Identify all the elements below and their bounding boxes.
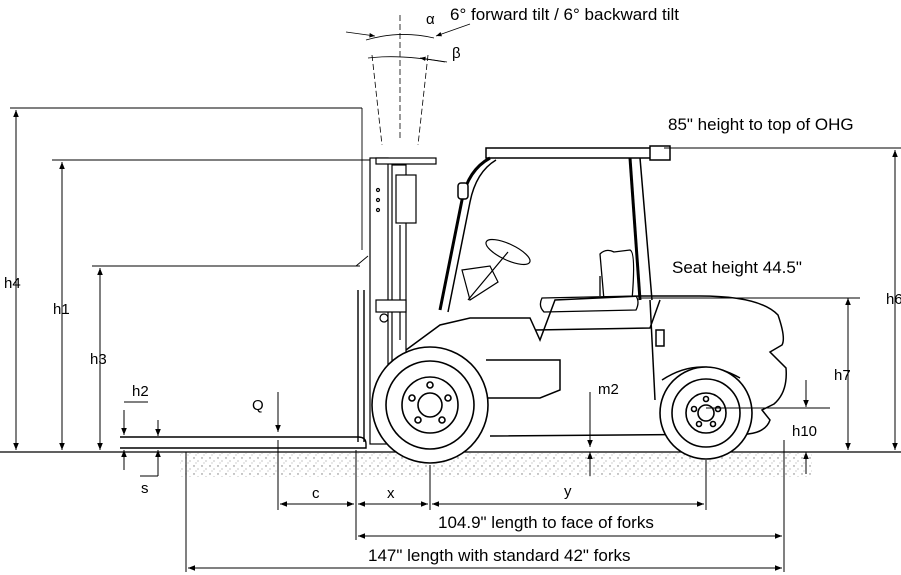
h2-label: h2 [132, 383, 149, 400]
tilt-annotation: 6° forward tilt / 6° backward tilt [450, 5, 680, 24]
h1-label: h1 [53, 301, 70, 318]
alpha-label: α [426, 11, 435, 28]
h10-label: h10 [792, 423, 818, 440]
h3-label: h3 [90, 351, 107, 368]
c-label: c [312, 485, 320, 502]
steering-wheel [461, 238, 531, 301]
vertical-dimensions [13, 110, 901, 477]
q-label: Q [252, 397, 264, 414]
h4-label: h4 [4, 275, 21, 292]
h6-label: h6 [886, 291, 901, 308]
truck-body [405, 295, 787, 437]
tilt-angle-indicator [345, 15, 471, 146]
seat [539, 249, 639, 313]
m2-label: m2 [598, 381, 619, 398]
overall-length-annotation: 147" length with standard 42" forks [368, 546, 631, 565]
front-wheel [371, 346, 489, 464]
x-label: x [387, 485, 395, 502]
horizontal-dimensions [185, 440, 785, 572]
h7-label: h7 [834, 367, 851, 384]
forks [120, 290, 367, 449]
rear-wheel [659, 366, 753, 460]
length-to-forks-annotation: 104.9" length to face of forks [438, 513, 654, 532]
overhead-guard [438, 145, 671, 313]
seat-height-annotation: Seat height 44.5" [672, 258, 802, 277]
y-label: y [564, 483, 572, 500]
beta-label: β [452, 45, 461, 62]
ohg-height-annotation: 85" height to top of OHG [668, 115, 854, 134]
fork-height-extension-lines [10, 107, 372, 267]
s-label: s [141, 480, 149, 497]
